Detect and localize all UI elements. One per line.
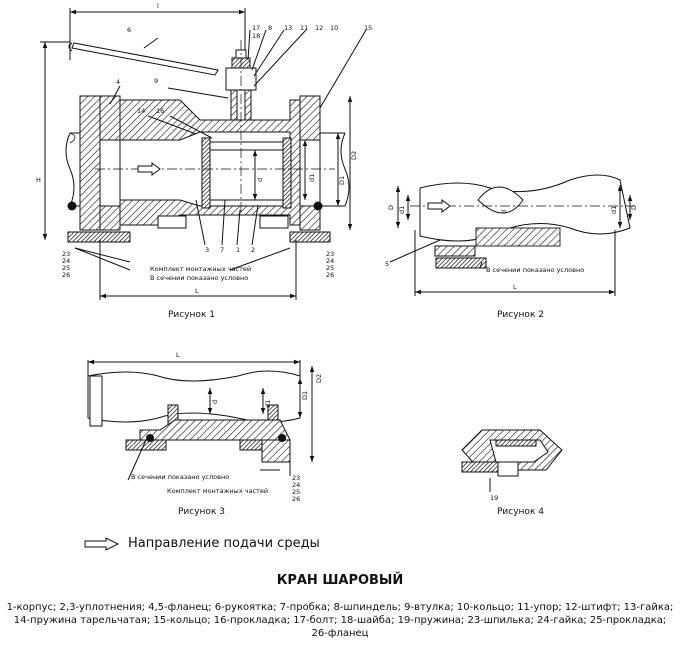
svg-text:d1: d1 [398,206,406,214]
svg-text:Комплект монтажных частей: Комплект монтажных частей [150,265,251,273]
svg-text:D2: D2 [315,374,323,383]
figure-1 [40,8,367,300]
svg-text:L: L [176,351,180,359]
svg-text:D2: D2 [350,151,358,160]
svg-text:8: 8 [268,24,272,32]
svg-text:D1: D1 [338,176,346,185]
svg-text:d1: d1 [264,400,272,408]
svg-text:25: 25 [292,488,300,496]
svg-text:D: D [387,205,395,210]
flow-direction-note: Направление подачи среды [84,536,320,551]
svg-text:Рисунок 1: Рисунок 1 [168,310,215,320]
svg-text:9: 9 [154,77,158,85]
svg-text:23: 23 [326,250,334,258]
svg-text:H: H [36,176,41,184]
svg-text:В сечении показано условно: В сечении показано условно [486,266,584,274]
flow-arrow-icon [84,536,120,551]
figure-2 [389,174,635,296]
svg-text:l: l [157,2,159,10]
svg-text:D1: D1 [301,391,309,400]
figure-2-text: D d1 d d1 D L 5 В сечении показано услов… [385,205,638,320]
parts-legend: 1-корпус; 2,3-уплотнения; 4,5-фланец; 6-… [6,602,674,639]
svg-text:4: 4 [116,78,120,86]
svg-text:d: d [500,210,508,214]
svg-text:23: 23 [292,474,300,482]
svg-text:17: 17 [252,24,260,32]
svg-text:25: 25 [62,264,70,272]
svg-text:23: 23 [62,250,70,258]
svg-text:25: 25 [326,264,334,272]
svg-text:L: L [195,287,199,295]
svg-text:Рисунок 2: Рисунок 2 [497,310,544,320]
svg-text:24: 24 [326,257,334,265]
svg-text:12: 12 [315,24,323,32]
svg-text:1: 1 [236,246,240,254]
svg-text:14: 14 [137,107,145,115]
svg-text:3: 3 [205,246,209,254]
svg-text:L: L [513,283,517,291]
svg-text:d: d [256,178,264,182]
svg-text:В сечении показано условно: В сечении показано условно [131,473,229,481]
svg-text:26: 26 [326,271,334,279]
figure-3 [87,359,315,481]
svg-text:2: 2 [251,246,255,254]
svg-text:18: 18 [252,32,260,40]
svg-text:Комплект монтажных частей: Комплект монтажных частей [167,487,268,495]
svg-text:24: 24 [62,257,70,265]
svg-text:6: 6 [127,26,131,34]
svg-text:d1: d1 [610,206,618,214]
svg-text:7: 7 [220,246,224,254]
svg-text:5: 5 [385,260,389,268]
figure-4-text: 19 Рисунок 4 [490,494,544,517]
svg-text:16: 16 [156,107,164,115]
figure-4 [461,429,563,492]
svg-text:19: 19 [490,494,498,502]
svg-text:11: 11 [300,24,308,32]
figure-3-text: L D2 D1 d1 d В сечении показано условно … [131,351,323,517]
drawing-title: КРАН ШАРОВЫЙ [276,573,404,588]
svg-text:10: 10 [330,24,338,32]
svg-text:Рисунок 3: Рисунок 3 [178,507,225,517]
svg-text:24: 24 [292,481,300,489]
svg-text:D: D [630,205,638,210]
svg-text:26: 26 [62,271,70,279]
svg-text:Рисунок 4: Рисунок 4 [497,507,544,517]
flow-direction-label: Направление подачи среды [128,536,320,551]
svg-text:13: 13 [284,24,292,32]
svg-text:В сечении показано условно: В сечении показано условно [150,274,248,282]
figure-1-text: l H D2 D1 d1 d L 6 9 4 14 16 17 18 8 13 … [36,2,372,320]
svg-text:d: d [211,400,219,404]
svg-text:d1: d1 [308,174,316,182]
svg-text:15: 15 [364,24,372,32]
svg-text:26: 26 [292,495,300,503]
